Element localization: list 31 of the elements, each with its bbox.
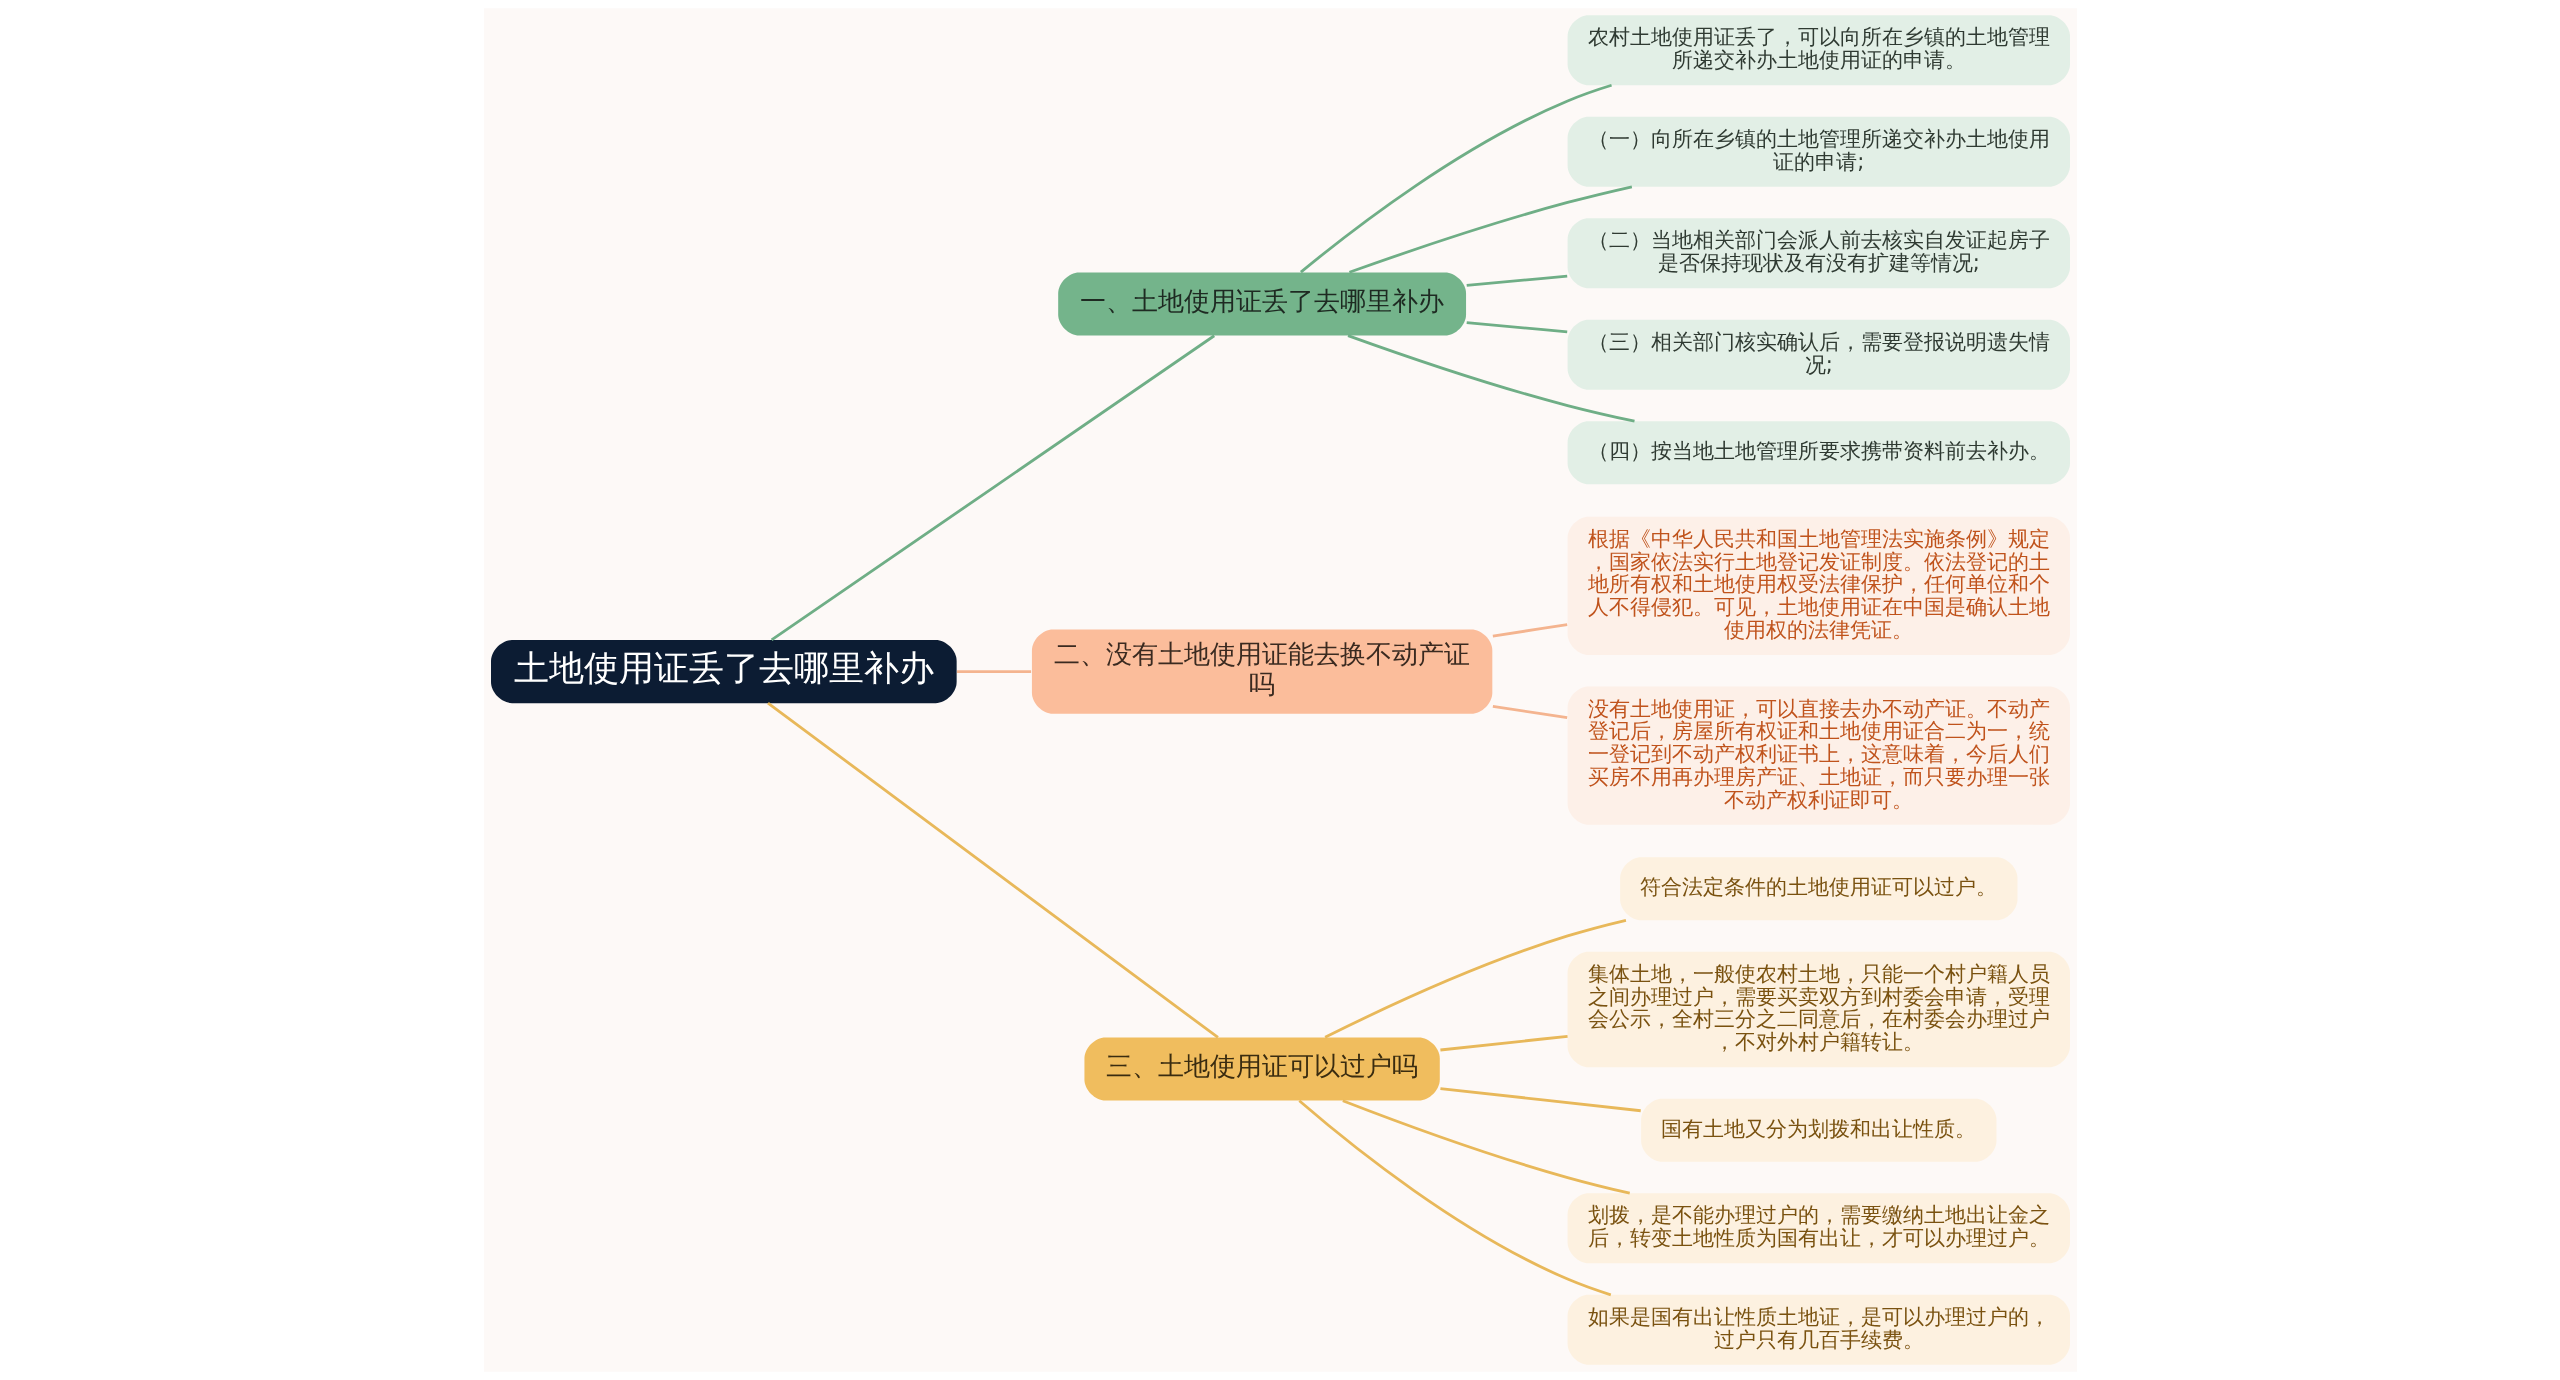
node-box: 没有土地使用证，可以直接去办不动产证。不动产登记后，房屋所有权证和土地使用证合二为一，统一登记到不动产权利证书上，这意味着，今后人们买房不用再办理房产证、土地证，而只要办理一张不动产权利证即可。 xyxy=(1567,686,2070,825)
connector xyxy=(1492,705,1567,720)
node-box: 划拨，是不能办理过户的，需要缴纳土地出让金之后，转变土地性质为国有出让，才可以办理过户。 xyxy=(1567,1193,2070,1264)
connector xyxy=(1439,1034,1568,1052)
node-box: 二、没有土地使用证能去换不动产证吗 xyxy=(1031,629,1492,714)
connector xyxy=(1297,1099,1611,1297)
connector xyxy=(1466,274,1567,287)
node-box: 一、土地使用证丢了去哪里补办 xyxy=(1057,272,1466,336)
node-box: 如果是国有出让性质土地证，是可以办理过户的，过户只有几百手续费。 xyxy=(1567,1294,2070,1365)
connector xyxy=(1492,623,1567,638)
node-box: 集体土地，一般使农村土地，只能一个村户籍人员之间办理过户，需要买卖双方到村委会申请，受理会公示，全村三分之二同意后，在村委会办理过户，不对外村户籍转让。 xyxy=(1567,951,2070,1068)
connector xyxy=(766,702,1219,1039)
node-box: 国有土地又分为划拨和出让性质。 xyxy=(1640,1098,1996,1162)
node-box: （一）向所在乡镇的土地管理所递交补办土地使用证的申请; xyxy=(1567,116,2070,187)
connector xyxy=(770,334,1215,642)
node-box: 三、土地使用证可以过户吗 xyxy=(1083,1037,1440,1101)
node-box: 农村土地使用证丢了，可以向所在乡镇的土地管理所递交补办土地使用证的申请。 xyxy=(1567,15,2070,86)
node-box: 土地使用证丢了去哪里补办 xyxy=(490,640,957,704)
connector xyxy=(1348,185,1632,274)
connector xyxy=(1341,1099,1630,1195)
node-box: （三）相关部门核实确认后，需要登报说明遗失情况; xyxy=(1567,319,2070,390)
connector xyxy=(1347,334,1635,423)
connector xyxy=(956,670,1031,673)
connector xyxy=(1439,1087,1641,1113)
node-box: 符合法定条件的土地使用证可以过户。 xyxy=(1619,857,2017,921)
connector xyxy=(1466,321,1567,334)
node-box: （四）按当地土地管理所要求携带资料前去补办。 xyxy=(1567,421,2070,485)
connector xyxy=(1324,918,1626,1039)
node-box: （二）当地相关部门会派人前去核实自发证起房子是否保持现状及有没有扩建等情况; xyxy=(1567,218,2070,289)
node-box: 根据《中华人民共和国土地管理法实施条例》规定，国家依法实行土地登记发证制度。依法登记的土地所有权和土地使用权受法律保护，任何单位和个人不得侵犯。可见，土地使用证在中国是确认土地使用权的法律凭证。 xyxy=(1567,516,2070,655)
connector xyxy=(1299,83,1612,274)
